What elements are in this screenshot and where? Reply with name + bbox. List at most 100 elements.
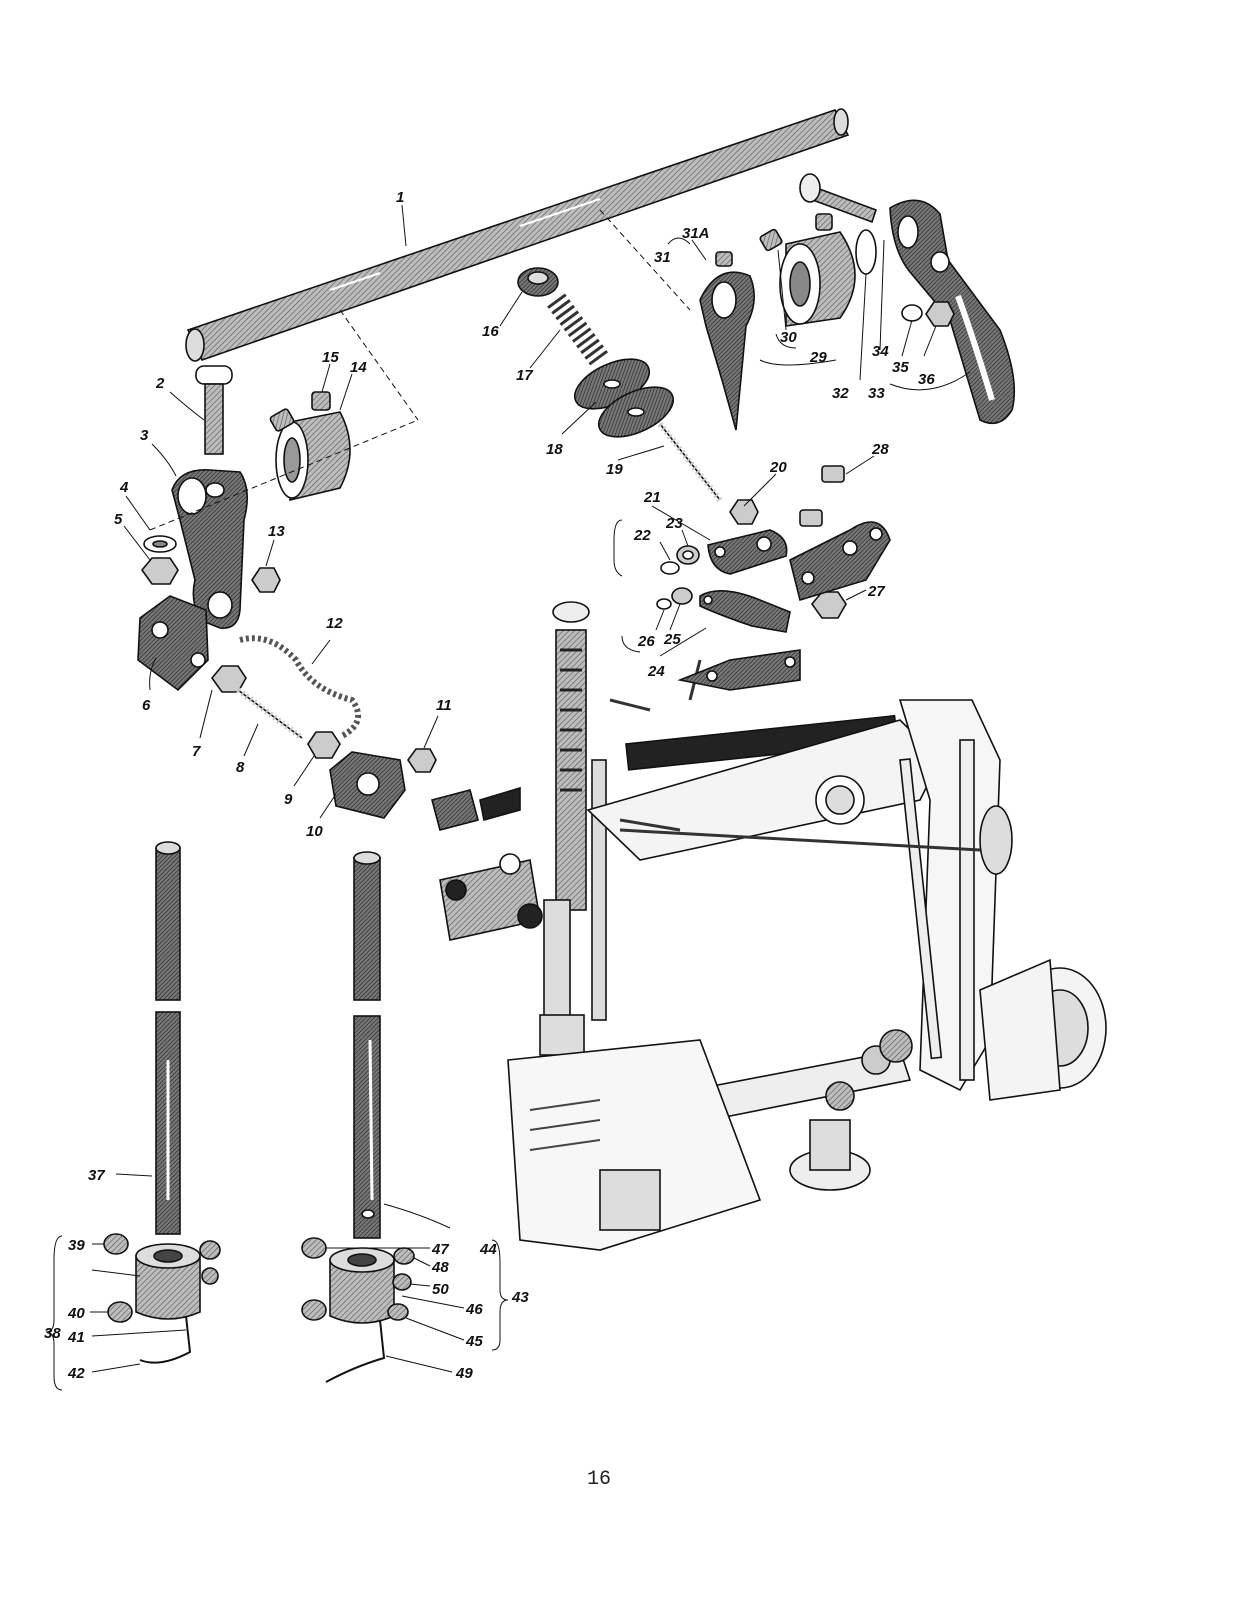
- label-26: 26: [637, 633, 655, 650]
- label-25: 25: [663, 631, 681, 648]
- nut-part-11: [407, 748, 437, 773]
- lever-part-31: [699, 271, 755, 431]
- label-10: 10: [306, 823, 323, 840]
- nut-part-20: [729, 499, 759, 525]
- label-18: 18: [546, 441, 563, 458]
- label-3: 3: [140, 427, 149, 444]
- leader-lines: [90, 204, 971, 1373]
- washer-part-4: [143, 535, 177, 553]
- shaft-part-37: [155, 841, 181, 1235]
- screw-part-2: [195, 365, 233, 455]
- collar-part-43: [329, 1247, 395, 1324]
- clamp-part-10: [329, 751, 406, 819]
- label-36: 36: [918, 371, 935, 388]
- label-13: 13: [268, 523, 285, 540]
- nut-part-13: [251, 567, 281, 593]
- label-9: 9: [284, 791, 293, 808]
- label-41: 41: [67, 1329, 85, 1346]
- label-14: 14: [350, 359, 367, 376]
- label-17: 17: [516, 367, 533, 384]
- label-37: 37: [88, 1167, 105, 1184]
- nut-part-7: [210, 665, 247, 693]
- nut-part-5: [140, 557, 179, 585]
- ring-part-32: [855, 229, 877, 275]
- shaft-part-44: [353, 851, 381, 1239]
- machine-frame-assembly: [431, 601, 1107, 1251]
- spring-part-12: [239, 635, 362, 739]
- label-49: 49: [455, 1365, 473, 1382]
- pin-part-34: [799, 173, 878, 224]
- arm-part-24: [699, 590, 791, 633]
- label-22: 22: [633, 527, 651, 544]
- setscrew-part-47: [301, 1237, 327, 1259]
- block-part-6: [137, 595, 209, 692]
- label-12: 12: [326, 615, 343, 632]
- setscrew-part-30: [759, 213, 833, 252]
- setscrew-part-46: [301, 1299, 327, 1321]
- washer-part-26: [656, 598, 672, 610]
- part-labels: 1 2 3 4 5 6 7 8 9 10 11 12 13 14 15 16 1…: [44, 189, 935, 1382]
- label-31: 31: [654, 249, 671, 266]
- label-48: 48: [431, 1259, 449, 1276]
- label-30: 30: [780, 329, 797, 346]
- setscrew-part-45: [387, 1303, 409, 1321]
- plate-part-28: [789, 465, 891, 602]
- collar-part-38: [135, 1243, 201, 1320]
- label-38: 38: [44, 1325, 61, 1342]
- label-1: 1: [396, 189, 404, 206]
- label-23: 23: [665, 515, 683, 532]
- label-42: 42: [67, 1365, 85, 1382]
- label-35: 35: [892, 359, 909, 376]
- label-27: 27: [867, 583, 885, 600]
- label-8: 8: [236, 759, 245, 776]
- label-43: 43: [511, 1289, 529, 1306]
- label-40: 40: [67, 1305, 85, 1322]
- label-19: 19: [606, 461, 623, 478]
- stud-part-19: [657, 422, 723, 502]
- setscrew-part-50: [392, 1273, 412, 1291]
- label-16: 16: [482, 323, 499, 340]
- label-39: 39: [68, 1237, 85, 1254]
- label-32: 32: [832, 385, 849, 402]
- braces: [45, 237, 797, 1391]
- label-6: 6: [142, 697, 151, 714]
- label-24: 24: [647, 663, 665, 680]
- shaft-part-1: [185, 108, 850, 362]
- label-28: 28: [871, 441, 889, 458]
- collar-part-29: [779, 231, 856, 327]
- screw-part-31a: [715, 251, 733, 267]
- label-15: 15: [322, 349, 339, 366]
- label-29: 29: [809, 349, 827, 366]
- nut-part-25: [671, 587, 693, 605]
- spring-part-17: [547, 293, 609, 367]
- label-33: 33: [868, 385, 885, 402]
- page-number: 16: [586, 1468, 611, 1491]
- label-4: 4: [119, 479, 129, 496]
- nut-part-9: [307, 731, 341, 759]
- setscrew-part-48: [393, 1247, 415, 1265]
- setscrew-part-41: [199, 1240, 221, 1285]
- label-21: 21: [643, 489, 661, 506]
- discs-part-18: [573, 358, 675, 438]
- wire-part-49: [325, 1319, 386, 1383]
- bracket-part-21: [707, 529, 788, 575]
- washer-part-22: [660, 561, 680, 575]
- label-47: 47: [431, 1241, 449, 1258]
- label-5: 5: [114, 511, 123, 528]
- label-45: 45: [465, 1333, 483, 1350]
- screw-part-8: [236, 687, 304, 741]
- setscrew-part-39: [103, 1233, 129, 1255]
- label-34: 34: [872, 343, 889, 360]
- label-44: 44: [479, 1241, 497, 1258]
- nut-part-23: [676, 545, 700, 565]
- label-20: 20: [769, 459, 787, 476]
- label-50: 50: [432, 1281, 449, 1298]
- label-7: 7: [192, 743, 201, 760]
- nut-part-27: [810, 591, 847, 619]
- nut-part-36: [925, 301, 955, 327]
- setscrew-part-15: [269, 391, 331, 432]
- label-46: 46: [465, 1301, 483, 1318]
- label-11: 11: [436, 697, 452, 714]
- collar-part-14: [275, 411, 351, 502]
